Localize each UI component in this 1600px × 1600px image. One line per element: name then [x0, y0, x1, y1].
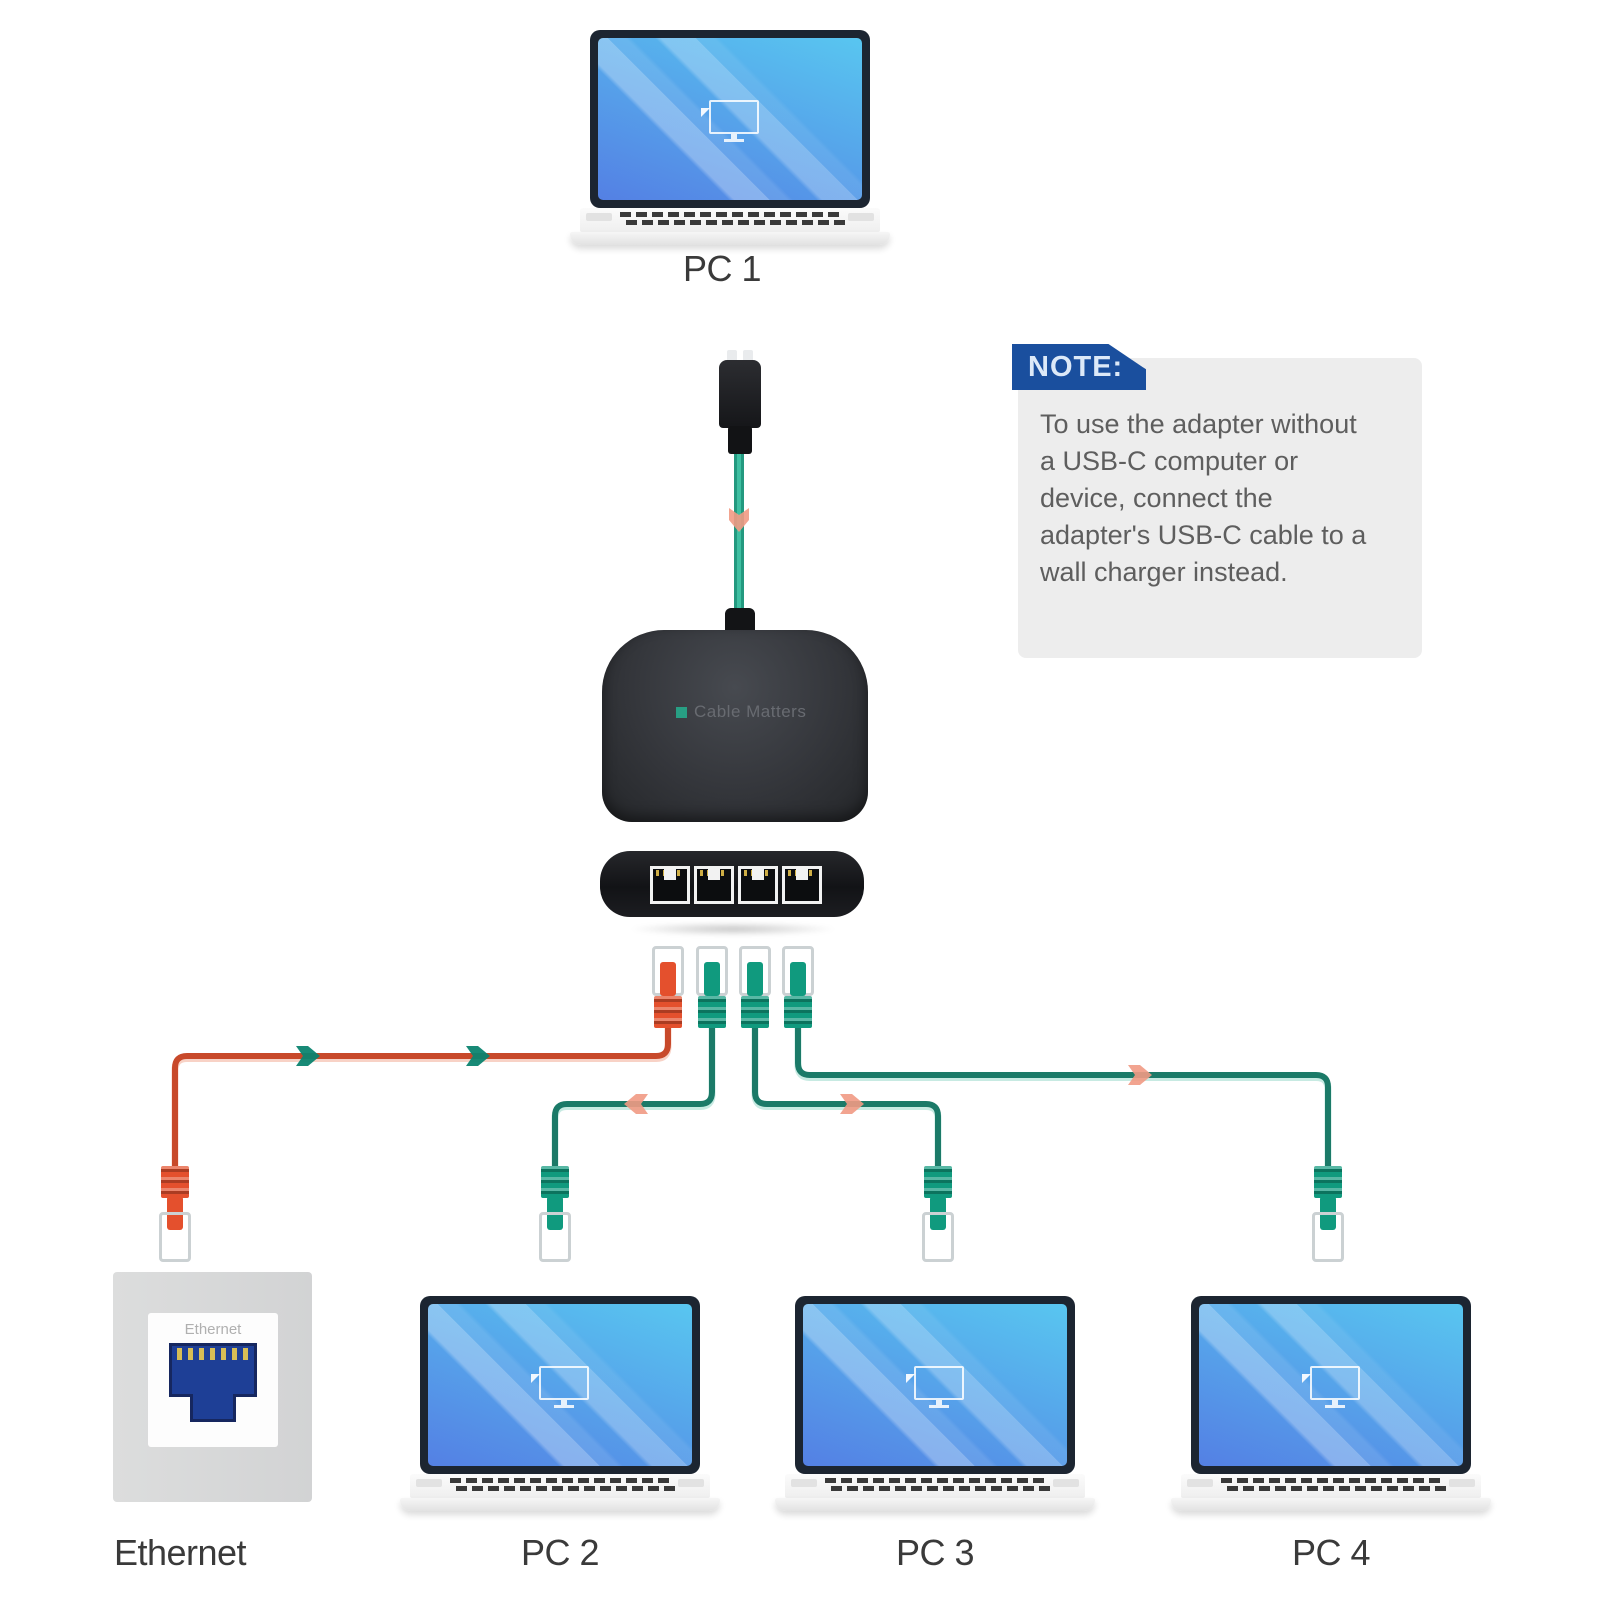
flow-arrow-left-icon — [624, 1094, 648, 1114]
note-line: a USB-C computer or — [1040, 446, 1299, 476]
laptop-pc2 — [400, 1296, 720, 1511]
pc3-label: PC 3 — [895, 1532, 975, 1573]
adapter-port-edge — [600, 851, 864, 917]
rj45-port-2 — [694, 866, 734, 904]
flow-arrow-right-icon — [296, 1046, 320, 1066]
usb-c-adapter: Cable Matters — [602, 630, 868, 822]
rj45-port-3 — [738, 866, 778, 904]
brand-logo-text: Cable Matters — [694, 702, 807, 721]
wall-plate-inset: Ethernet — [148, 1313, 278, 1447]
pc4-label: PC 4 — [1291, 1532, 1371, 1573]
brand-logo: Cable Matters — [676, 702, 806, 722]
flow-arrow-right-icon — [466, 1046, 490, 1066]
ethernet-label: Ethernet — [113, 1532, 247, 1573]
rj45-jack-icon — [169, 1343, 257, 1397]
monitor-icon — [531, 1366, 589, 1408]
cursor-icon — [531, 1374, 540, 1383]
brand-logo-icon — [676, 706, 687, 718]
ethernet-cable-red-glow — [171, 1026, 672, 1171]
laptop-keyboard — [580, 208, 880, 232]
laptop-display — [598, 38, 862, 200]
flow-arrow-right-icon — [840, 1094, 864, 1114]
flow-arrow-right-icon — [1128, 1065, 1152, 1085]
usb-c-plug-prong — [743, 350, 753, 363]
pc4-cable-glow — [794, 1026, 1332, 1171]
pc1-label: PC 1 — [682, 248, 762, 289]
note-text: To use the adapter without a USB-C compu… — [1040, 406, 1366, 591]
laptop-screen — [590, 30, 870, 208]
laptop-base — [570, 232, 890, 245]
cursor-icon — [906, 1374, 915, 1383]
pc3-cable — [752, 1024, 941, 1168]
pc2-label: PC 2 — [520, 1532, 600, 1573]
wall-plate-label: Ethernet — [184, 1321, 242, 1338]
rj45-jack-tab — [190, 1394, 236, 1422]
flow-arrow-down-icon — [729, 508, 749, 532]
rj45-port-1 — [650, 866, 690, 904]
usb-c-plug-icon — [719, 360, 761, 428]
usb-c-plug-neck — [728, 426, 752, 454]
laptop-pc4 — [1171, 1296, 1491, 1511]
note-line: wall charger instead. — [1040, 557, 1288, 587]
note-ribbon: NOTE: — [1012, 344, 1146, 390]
ethernet-cable-red — [172, 1024, 671, 1168]
note-line: adapter's USB-C cable to a — [1040, 520, 1367, 550]
adapter-shadow — [628, 922, 838, 936]
note-callout: To use the adapter without a USB-C compu… — [1018, 358, 1422, 658]
pc2-cable — [552, 1024, 715, 1168]
note-line: To use the adapter without — [1040, 409, 1357, 439]
monitor-icon — [701, 100, 759, 142]
cursor-icon — [1302, 1374, 1311, 1383]
laptop-pc1 — [570, 30, 890, 245]
laptop-pc3 — [775, 1296, 1095, 1511]
ethernet-wall-plate: Ethernet — [113, 1272, 312, 1502]
rj45-port-4 — [782, 866, 822, 904]
cursor-icon — [701, 108, 710, 117]
usb-c-plug-prong — [727, 350, 737, 363]
monitor-icon — [906, 1366, 964, 1408]
pc4-cable — [795, 1024, 1331, 1168]
monitor-icon — [1302, 1366, 1360, 1408]
note-line: device, connect the — [1040, 483, 1273, 513]
